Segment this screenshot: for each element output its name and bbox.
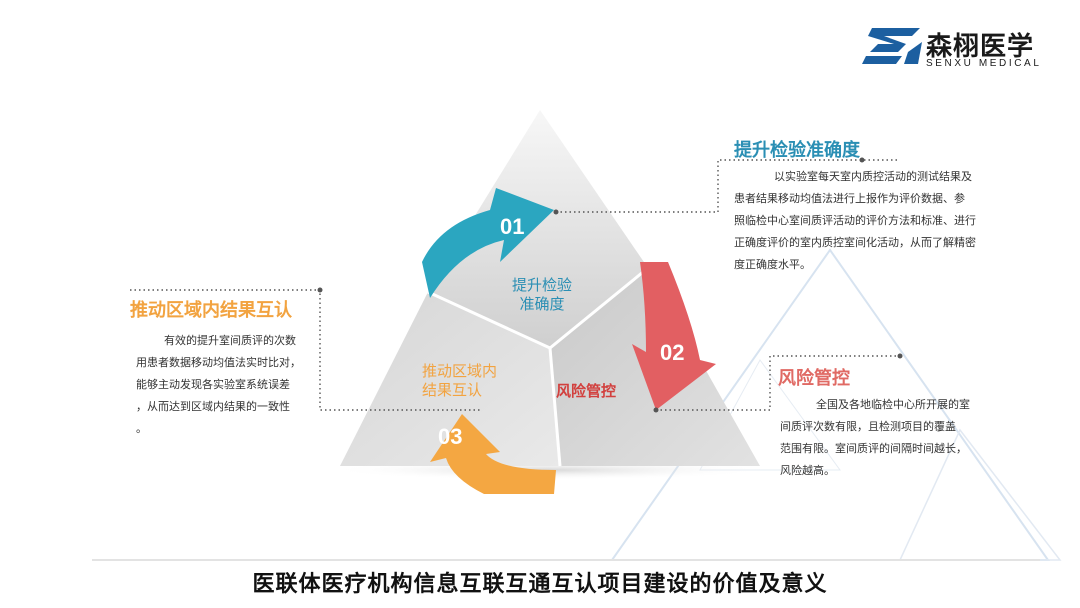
callout-risk-text: 全国及各地临检中心所开展的室 间质评次数有限，且检测项目的覆盖 范围有限。室间质…: [780, 394, 1020, 482]
callout-accuracy-line: 以实验室每天室内质控活动的测试结果及: [774, 170, 972, 183]
arrow-01: [422, 188, 554, 298]
slide-title: 医联体医疗机构信息互联互通互认项目建设的价值及意义: [252, 572, 828, 597]
callout-accuracy-title: 提升检验准确度: [734, 140, 860, 161]
callout-accuracy-text: 以实验室每天室内质控活动的测试结果及 患者结果移动均值法进行上报作为评价数据、参…: [734, 166, 1034, 276]
senxu-logo-icon: [862, 28, 922, 64]
arrow-02: [632, 262, 716, 410]
arrow-03-number: 03: [438, 424, 463, 449]
callout-risk-line: 全国及各地临检中心所开展的室: [816, 398, 970, 411]
callout-risk-line: 风险越高。: [780, 464, 835, 477]
callout-mutual-text: 有效的提升室间质评的次数 用患者数据移动均值法实时比对， 能够主动发现各实验室系…: [136, 330, 336, 440]
pyramid-face-top: [428, 110, 648, 348]
face-label-top: 提升检验 准确度: [512, 276, 572, 314]
arrow-02-number: 02: [660, 340, 685, 365]
face-label-left: 推动区域内 结果互认: [422, 362, 497, 400]
callout-accuracy-line: 照临检中心室间质评活动的评价方法和标准、进行: [734, 214, 976, 227]
callout-risk-line: 范围有限。室间质评的间隔时间越长，: [780, 442, 967, 455]
arrow-03: [430, 414, 556, 494]
callout-risk-line: 间质评次数有限，且检测项目的覆盖: [780, 420, 956, 433]
callout-mutual-title: 推动区域内结果互认: [130, 300, 292, 321]
arrow-01-number: 01: [500, 214, 525, 239]
callout-mutual-line: 。: [136, 422, 147, 435]
brand-logo: 森栩医学 SENXU MEDICAL: [862, 22, 1062, 74]
brand-name-cn: 森栩医学: [926, 32, 1035, 62]
callout-accuracy-line: 患者结果移动均值法进行上报作为评价数据、参: [734, 192, 965, 205]
leader-risk: [656, 355, 900, 411]
face-label-top-line1: 提升检验: [512, 276, 573, 294]
callout-mutual-line: 用患者数据移动均值法实时比对，: [136, 356, 301, 369]
brand-name-en: SENXU MEDICAL: [926, 58, 1042, 69]
leader-mutual: [130, 289, 480, 411]
pyramid-face-left: [340, 292, 560, 466]
callout-risk-title: 风险管控: [778, 368, 850, 389]
leader-accuracy: [556, 159, 900, 213]
callout-accuracy-line: 度正确度水平。: [734, 258, 811, 271]
face-label-right: 风险管控: [556, 382, 617, 400]
face-label-left-line2: 结果互认: [422, 381, 483, 399]
callout-mutual-line: 有效的提升室间质评的次数: [164, 334, 296, 347]
face-label-top-line2: 准确度: [519, 295, 565, 313]
face-label-left-line1: 推动区域内: [422, 362, 498, 380]
callout-mutual-line: ，从而达到区域内结果的一致性: [136, 400, 290, 413]
callout-accuracy-line: 正确度评价的室内质控室间化活动，从而了解精密: [734, 236, 976, 249]
callout-mutual-line: 能够主动发现各实验室系统误差: [136, 378, 290, 391]
